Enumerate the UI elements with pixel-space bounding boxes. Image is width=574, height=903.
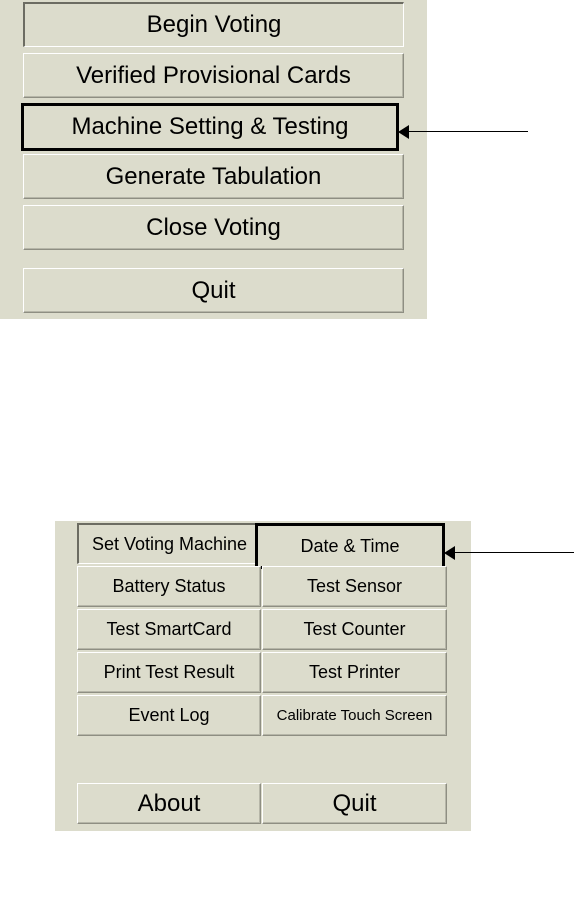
arrow-pointer-icon	[444, 546, 574, 560]
test-smartcard-button[interactable]: Test SmartCard	[77, 609, 261, 650]
settings-quit-button[interactable]: Quit	[262, 783, 447, 824]
begin-voting-button[interactable]: Begin Voting	[23, 2, 404, 47]
about-button[interactable]: About	[77, 783, 261, 824]
test-sensor-button[interactable]: Test Sensor	[262, 566, 447, 607]
machine-setting-testing-button[interactable]: Machine Setting & Testing	[21, 103, 399, 151]
main-menu-panel: Begin Voting Verified Provisional Cards …	[0, 0, 427, 319]
calibrate-touch-screen-button[interactable]: Calibrate Touch Screen	[262, 695, 447, 736]
set-voting-machine-button[interactable]: Set Voting Machine	[77, 523, 261, 564]
close-voting-button[interactable]: Close Voting	[23, 205, 404, 250]
generate-tabulation-button[interactable]: Generate Tabulation	[23, 154, 404, 199]
date-time-button[interactable]: Date & Time	[255, 523, 445, 569]
machine-settings-panel: Set Voting Machine Date & Time Battery S…	[55, 521, 471, 831]
quit-button[interactable]: Quit	[23, 268, 404, 313]
arrow-pointer-icon	[398, 125, 528, 139]
test-counter-button[interactable]: Test Counter	[262, 609, 447, 650]
print-test-result-button[interactable]: Print Test Result	[77, 652, 261, 693]
test-printer-button[interactable]: Test Printer	[262, 652, 447, 693]
event-log-button[interactable]: Event Log	[77, 695, 261, 736]
verified-provisional-cards-button[interactable]: Verified Provisional Cards	[23, 53, 404, 98]
battery-status-button[interactable]: Battery Status	[77, 566, 261, 607]
